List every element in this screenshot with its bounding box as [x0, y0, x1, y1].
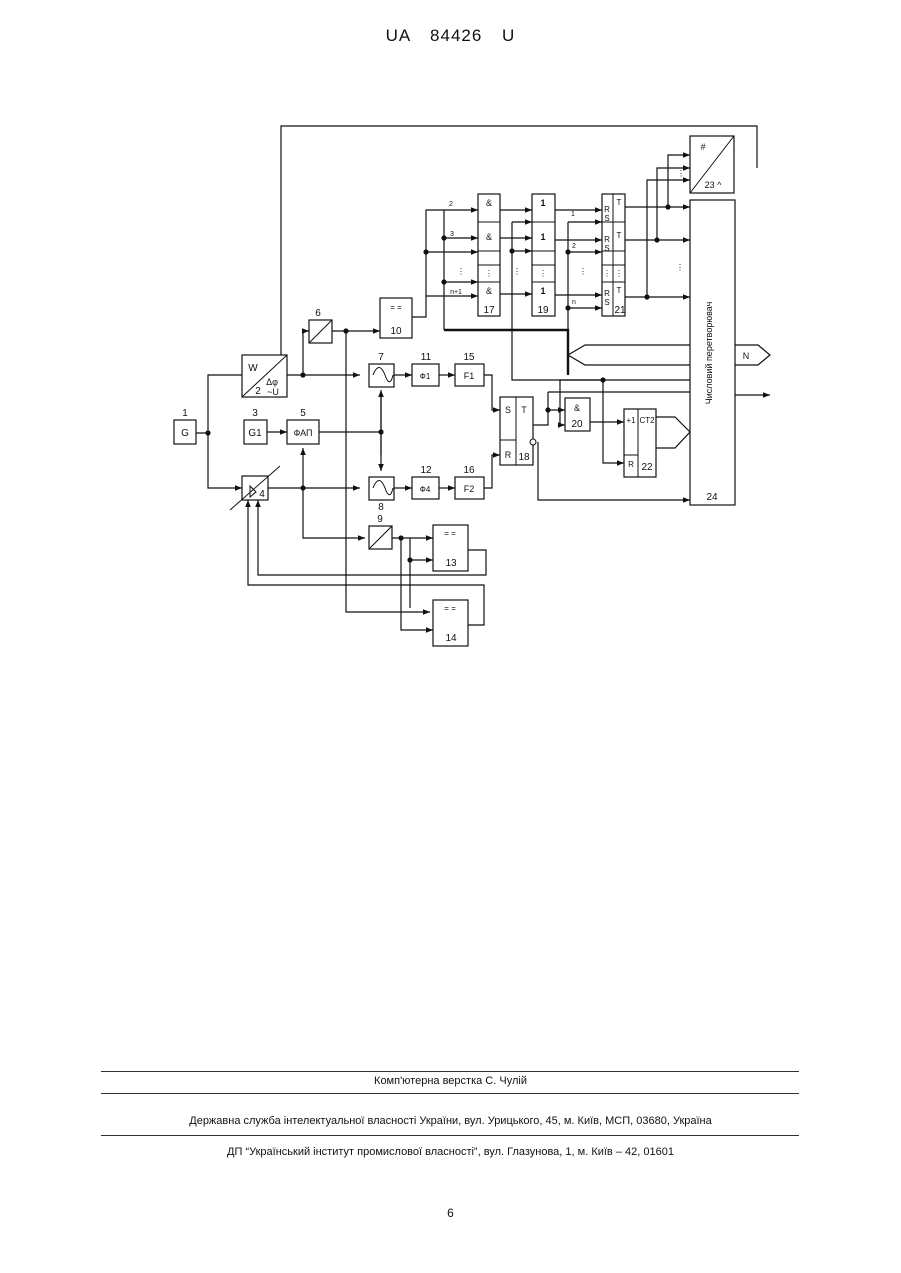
label-b8-num: 8 [378, 502, 384, 513]
label-or-1: 1 [540, 198, 545, 208]
label-b12-num: 12 [420, 465, 432, 476]
label-rs-t3: T [617, 286, 622, 295]
label-rs-s3: S [604, 298, 609, 307]
label-bus-dots-3: ⋮ [579, 267, 587, 276]
footer-rule-1 [101, 1071, 799, 1072]
label-b4-num: 4 [259, 489, 265, 500]
block-19-or-array [532, 194, 555, 316]
footer-rule-2 [101, 1093, 799, 1094]
label-b3: G1 [248, 428, 262, 439]
label-b22-num: 22 [641, 462, 653, 473]
label-b10-sym: = = [390, 303, 402, 312]
label-idx-2b: 2 [572, 243, 576, 250]
footer-institute: ДП “Український інститут промислової вла… [0, 1146, 901, 1158]
label-b15-num: 15 [463, 352, 475, 363]
footer-rule-3 [101, 1135, 799, 1136]
label-b7-num: 7 [378, 352, 384, 363]
label-rs-r3: R [604, 289, 610, 298]
label-idx-2: 2 [449, 201, 453, 208]
label-b18-num: 18 [518, 452, 530, 463]
label-idx-3: 3 [450, 231, 454, 238]
label-b2-dphi: Δφ [266, 377, 278, 387]
label-and-2: & [486, 232, 492, 242]
label-b16-num: 16 [463, 465, 475, 476]
label-or-3: 1 [540, 286, 545, 296]
label-b11: Ф1 [420, 372, 431, 381]
label-b2-num: 2 [255, 386, 261, 397]
label-b1: G [181, 428, 189, 439]
label-rs-dots2: ⋮ [615, 269, 623, 278]
label-bus-dots-2: ⋮ [513, 267, 521, 276]
label-b5-num: 5 [300, 408, 306, 419]
label-b10-num: 10 [390, 326, 402, 337]
label-and-3: & [486, 286, 492, 296]
label-b20-num: 20 [571, 419, 583, 430]
label-b17-num: 17 [483, 305, 495, 316]
label-b2-w: W [248, 363, 258, 374]
label-idx-1: 1 [571, 211, 575, 218]
label-rs-dots1: ⋮ [603, 269, 611, 278]
block-7-shaper [369, 364, 394, 387]
label-and-dots: ⋮ [485, 269, 493, 278]
footer-agency: Державна служба інтелектуальної власност… [0, 1115, 901, 1127]
label-b3-num: 3 [252, 408, 258, 419]
label-and-1: & [486, 198, 492, 208]
label-out-n: N [743, 351, 750, 361]
label-b11-num: 11 [421, 352, 432, 363]
label-b6-num: 6 [315, 308, 321, 319]
label-b20-sym: & [574, 403, 580, 413]
label-b21-num: 21 [614, 305, 626, 316]
label-b14-sym: = = [444, 604, 456, 613]
footer-composer: Комп'ютерна верстка С. Чулій [0, 1075, 901, 1087]
block-diagram: 1 G W Δφ 2 ~U 3 G1 4 5 ФАП 6 7 8 9 = = 1… [0, 0, 901, 700]
label-b15: F1 [464, 371, 475, 381]
label-b18-r: R [505, 450, 512, 460]
label-b16: F2 [464, 484, 475, 494]
label-b18-t: T [521, 405, 527, 415]
block-8-shaper [369, 477, 394, 500]
label-b5: ФАП [293, 428, 312, 438]
label-b23-num: 23 ^ [705, 180, 723, 190]
label-rs-r2: R [604, 235, 610, 244]
label-b24-title: Числовий перетворювач [704, 301, 714, 404]
label-rs-s2: S [604, 244, 609, 253]
label-b23-dots: ⋮ [677, 169, 685, 178]
label-b13-sym: = = [444, 529, 456, 538]
label-or-dots: ⋮ [539, 269, 547, 278]
label-b22-ct: CT2 [639, 416, 655, 425]
label-b24-num: 24 [706, 492, 718, 503]
label-rs-t2: T [617, 231, 622, 240]
label-b2-u: ~U [267, 387, 279, 397]
label-b13-num: 13 [445, 558, 457, 569]
label-rs-r1: R [604, 205, 610, 214]
label-b12: Ф4 [420, 485, 431, 494]
label-rs-s1: S [604, 214, 609, 223]
label-b24-dots: ⋮ [676, 263, 684, 272]
label-b18-s: S [505, 405, 511, 415]
label-b22-r: R [628, 460, 634, 469]
label-or-2: 1 [540, 232, 545, 242]
label-bus-dots-1: ⋮ [457, 267, 465, 276]
label-idx-n: n [572, 299, 576, 306]
label-b23-sym: # [700, 142, 705, 152]
label-b22-plus: +1 [626, 416, 636, 425]
block-17-and-array [478, 194, 500, 316]
label-b14-num: 14 [445, 633, 457, 644]
page-number: 6 [0, 1206, 901, 1220]
label-b1-num: 1 [182, 408, 188, 419]
label-b9-num: 9 [377, 514, 383, 525]
label-idx-n1: n+1 [450, 289, 462, 296]
label-rs-t1: T [617, 198, 622, 207]
label-b19-num: 19 [537, 305, 549, 316]
